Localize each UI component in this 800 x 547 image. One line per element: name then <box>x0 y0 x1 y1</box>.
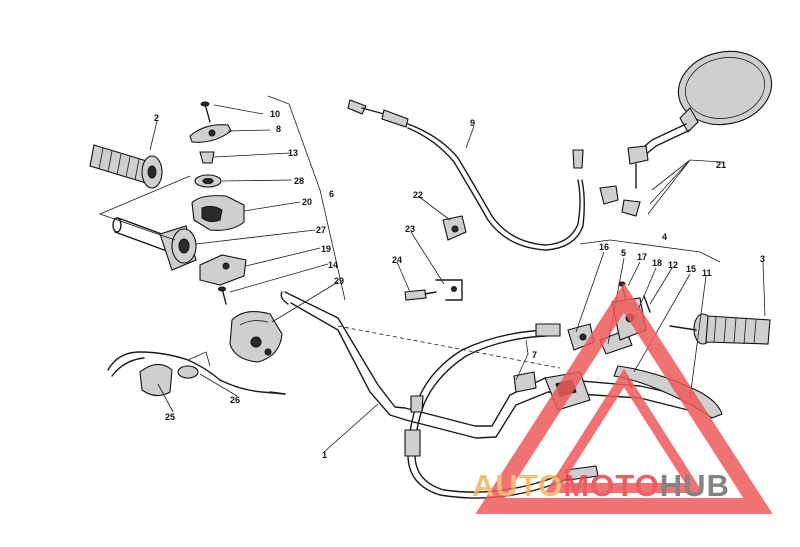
svg-text:AUTOMOTOHUB: AUTOMOTOHUB <box>472 468 730 503</box>
mirror-21 <box>599 50 773 217</box>
callout-19: 19 <box>321 244 331 254</box>
switch-29 <box>229 311 283 363</box>
callout-26: 26 <box>230 395 240 405</box>
callout-14: 14 <box>328 260 338 270</box>
cable-nut-13 <box>199 151 215 164</box>
callout-22: 22 <box>413 190 423 200</box>
left-grip <box>89 144 163 189</box>
throttle-grip-27 <box>159 225 197 271</box>
watermark-moto: MOTO <box>563 468 659 503</box>
throttle-cover-8 <box>189 124 232 143</box>
callout-labels: 1 2 3 4 5 6 7 8 9 10 11 12 13 14 15 16 1… <box>154 109 765 460</box>
callout-23: 23 <box>405 224 415 234</box>
throttle-housing-20 <box>191 195 245 231</box>
watermark: AUTOMOTOHUB <box>472 283 773 514</box>
clutch-cable-7 <box>404 323 599 499</box>
callout-4: 4 <box>662 232 667 242</box>
throttle-screw-10 <box>200 101 211 123</box>
callout-12: 12 <box>668 260 678 270</box>
watermark-triangle-inner <box>544 368 704 493</box>
throttle-cable-9 <box>347 99 585 251</box>
callout-8: 8 <box>276 124 281 134</box>
bracket-23 <box>435 279 463 301</box>
callout-2: 2 <box>154 113 159 123</box>
callout-29: 29 <box>334 276 344 286</box>
callout-9: 9 <box>470 118 475 128</box>
callout-3: 3 <box>760 254 765 264</box>
callout-11: 11 <box>702 268 712 278</box>
watermark-hub: HUB <box>660 468 730 503</box>
callout-25: 25 <box>165 412 175 422</box>
callout-27: 27 <box>316 225 326 235</box>
callout-10: 10 <box>270 109 280 119</box>
callout-20: 20 <box>302 197 312 207</box>
callout-17: 17 <box>637 252 647 262</box>
gasket-28 <box>194 174 222 188</box>
watermark-triangle-outer <box>475 283 773 514</box>
clamp-22 <box>442 215 467 241</box>
callout-24: 24 <box>392 255 402 265</box>
callout-13: 13 <box>288 148 298 158</box>
callout-18: 18 <box>652 258 662 268</box>
callout-16: 16 <box>599 242 609 252</box>
screw-14 <box>218 286 227 305</box>
leader-lines <box>98 95 766 453</box>
callout-7: 7 <box>532 350 537 360</box>
watermark-auto: AUTO <box>472 468 563 503</box>
right-grip <box>669 313 771 345</box>
callout-15: 15 <box>686 264 696 274</box>
callout-28: 28 <box>294 176 304 186</box>
callout-21: 21 <box>716 160 726 170</box>
bolt-24 <box>404 289 437 301</box>
callout-6: 6 <box>329 189 334 199</box>
callout-5: 5 <box>621 248 626 258</box>
callout-1: 1 <box>322 450 327 460</box>
housing-lower-19 <box>199 254 247 286</box>
switch-harness-25-26 <box>107 351 286 397</box>
